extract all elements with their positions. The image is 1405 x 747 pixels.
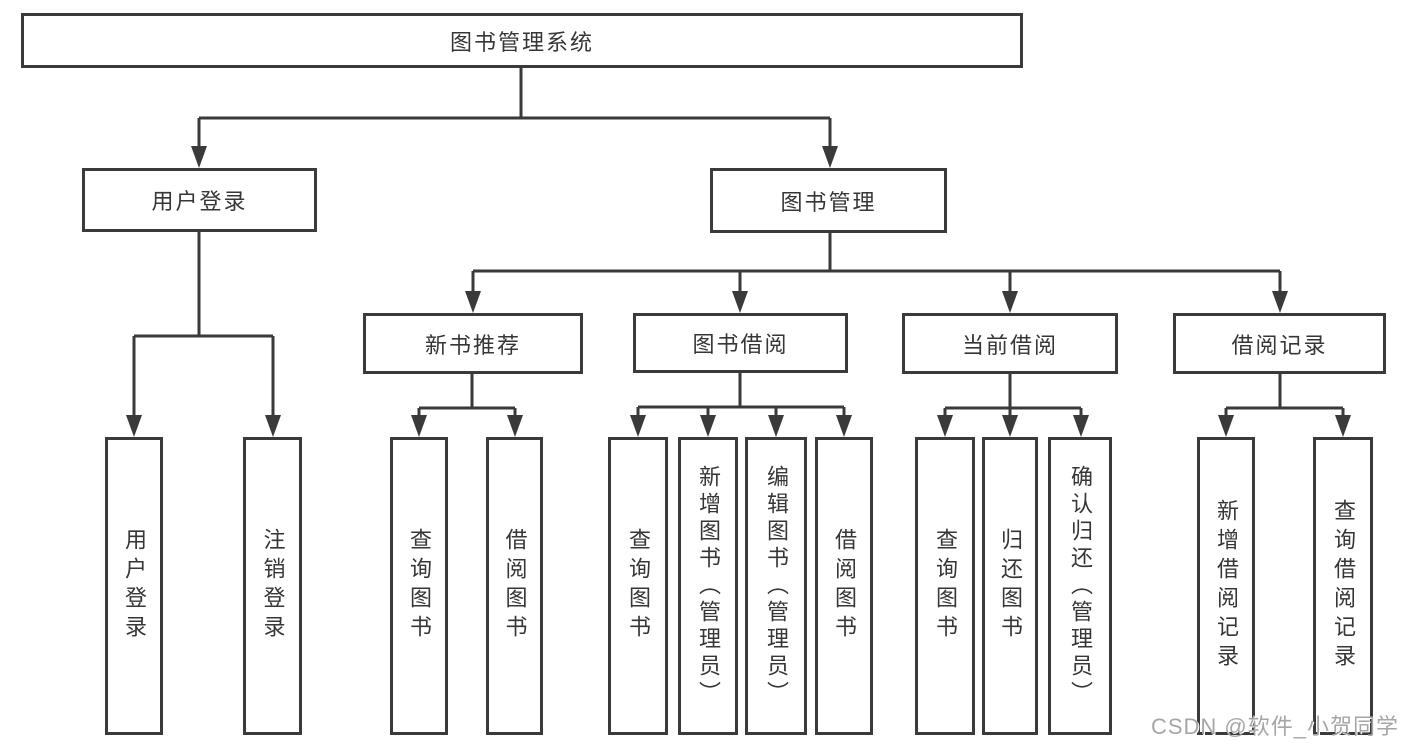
arrowhead <box>265 415 281 437</box>
connector-new-book-rec <box>417 374 517 417</box>
arrowhead <box>465 291 481 313</box>
arrowhead <box>411 415 427 437</box>
leaf-cur-return-book: 归还图书 <box>982 437 1038 735</box>
arrowhead <box>732 291 748 313</box>
leaf-bor-query-book: 查询图书 <box>608 437 668 735</box>
leaf-label: 用户登录 <box>122 528 147 644</box>
leaf-rec-query-book: 查询图书 <box>390 437 448 735</box>
connector-user-login <box>132 232 275 417</box>
leaf-label: 新增图书（管理员） <box>696 464 721 708</box>
leaf-label: 借阅图书 <box>832 528 857 644</box>
leaf-cur-confirm-return: 确认归还（管理员） <box>1048 437 1112 735</box>
node-book-mgmt: 图书管理 <box>710 168 947 233</box>
connector-root <box>197 68 832 150</box>
arrowhead <box>1335 415 1351 437</box>
node-root: 图书管理系统 <box>21 13 1023 68</box>
arrowhead <box>768 415 784 437</box>
leaf-cur-query-book: 查询图书 <box>915 437 975 735</box>
leaf-label: 借阅图书 <box>502 528 528 644</box>
arrowhead <box>1002 415 1018 437</box>
arrowhead <box>191 146 207 168</box>
node-user-login: 用户登录 <box>82 168 317 232</box>
arrowhead <box>822 146 838 168</box>
arrowhead <box>1073 415 1089 437</box>
leaf-label: 查询图书 <box>407 528 432 644</box>
arrowhead <box>630 415 646 437</box>
node-new-book-rec: 新书推荐 <box>363 313 583 374</box>
leaf-rec-borrow-book: 借阅图书 <box>486 437 543 735</box>
leaf-log-add-record: 新增借阅记录 <box>1197 437 1255 735</box>
leaf-user-login: 用户登录 <box>105 437 163 735</box>
leaf-label: 查询图书 <box>933 528 958 644</box>
leaf-label: 编辑图书（管理员） <box>764 464 789 708</box>
leaf-logout: 注销登录 <box>243 437 302 735</box>
leaf-label: 查询借阅记录 <box>1331 499 1356 673</box>
connector-book-mgmt <box>471 233 1282 293</box>
watermark: CSDN @软件_小贺同学 <box>1150 714 1399 739</box>
connector-book-borrow <box>636 373 846 417</box>
leaf-log-query-record: 查询借阅记录 <box>1313 437 1373 735</box>
leaf-bor-add-book: 新增图书（管理员） <box>678 437 738 735</box>
connector-borrow-record <box>1224 374 1345 417</box>
arrowhead <box>1272 291 1288 313</box>
node-book-borrow: 图书借阅 <box>633 313 848 373</box>
node-borrow-record: 借阅记录 <box>1173 313 1386 374</box>
leaf-bor-borrow-book: 借阅图书 <box>815 437 873 735</box>
arrowhead <box>836 415 852 437</box>
leaf-label: 注销登录 <box>260 528 286 644</box>
leaf-label: 归还图书 <box>998 528 1023 644</box>
node-current-borrow: 当前借阅 <box>902 313 1118 374</box>
arrowhead <box>937 415 953 437</box>
arrowhead <box>1218 415 1234 437</box>
leaf-label: 新增借阅记录 <box>1214 499 1239 673</box>
leaf-label: 查询图书 <box>626 528 651 644</box>
connector-current-borrow <box>943 374 1083 417</box>
arrowhead <box>126 415 142 437</box>
arrowhead <box>507 415 523 437</box>
leaf-bor-edit-book: 编辑图书（管理员） <box>745 437 807 735</box>
leaf-label: 确认归还（管理员） <box>1068 464 1093 708</box>
arrowhead <box>1002 291 1018 313</box>
arrowhead <box>700 415 716 437</box>
